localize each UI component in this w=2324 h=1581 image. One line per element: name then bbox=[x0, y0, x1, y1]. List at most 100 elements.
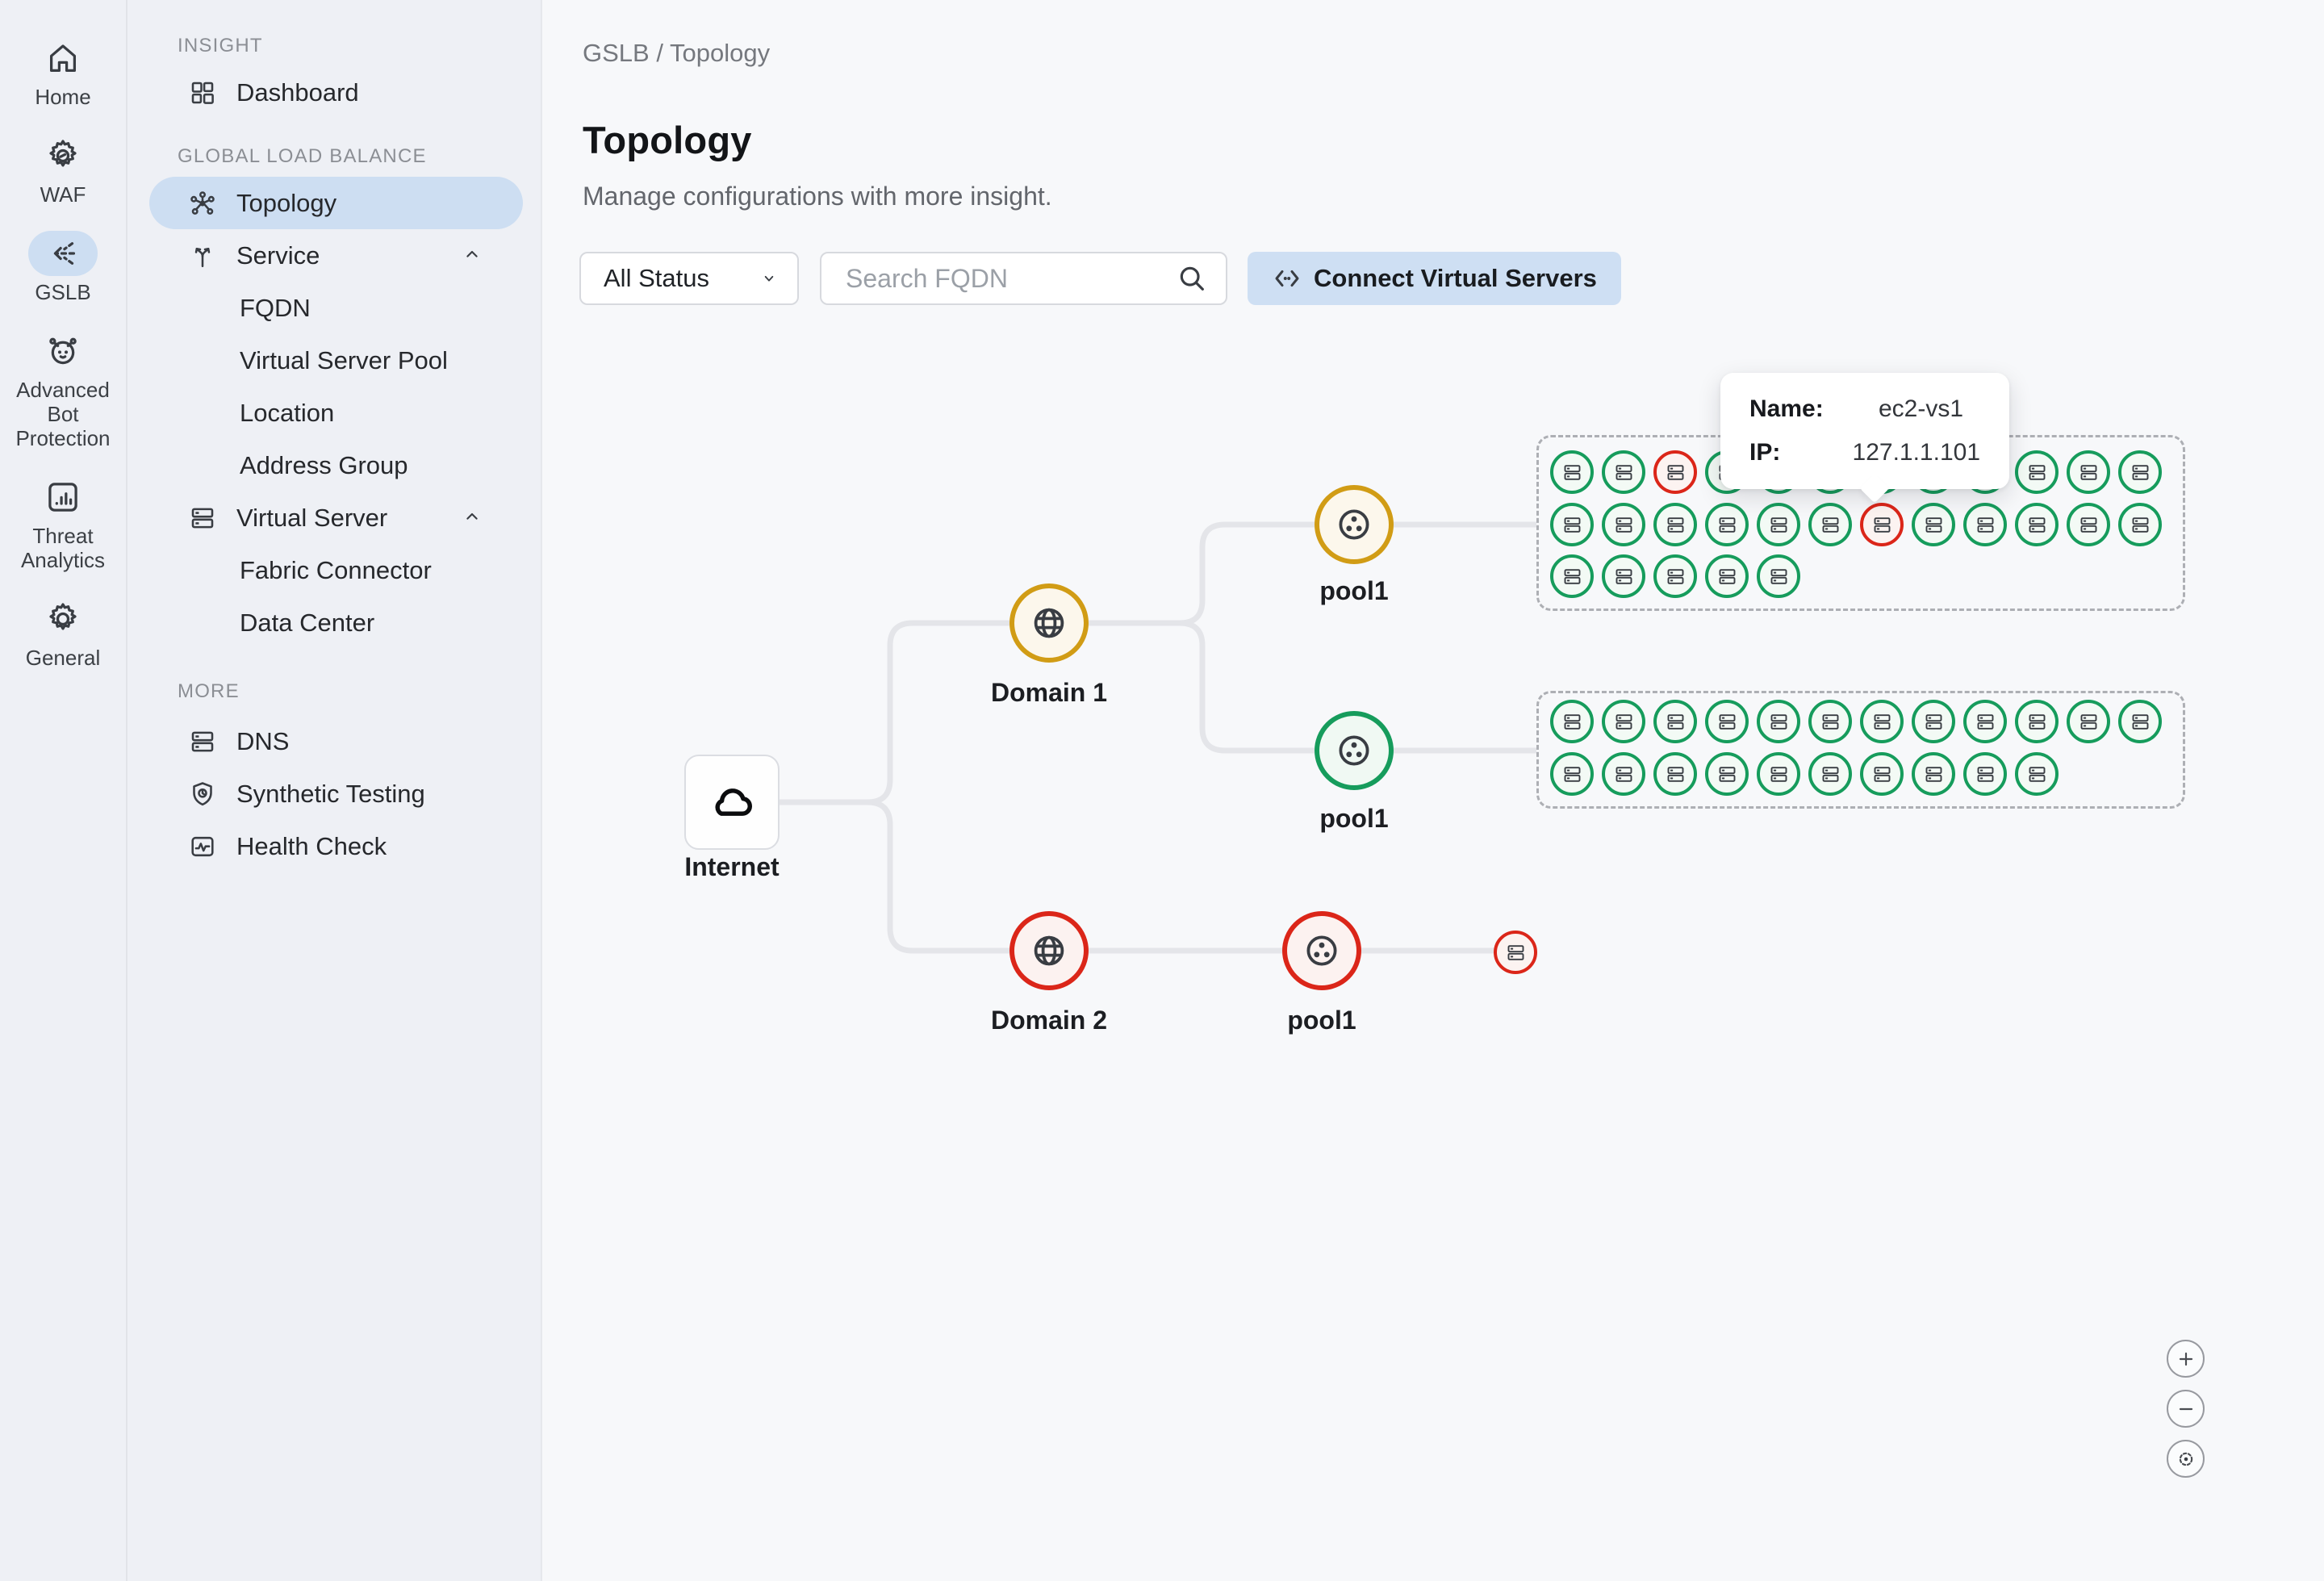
server-icon bbox=[2029, 766, 2045, 782]
server-icon bbox=[1667, 568, 1683, 584]
sidebar-item-fqdn[interactable]: FQDN bbox=[149, 282, 523, 334]
virtual-server-node[interactable] bbox=[1653, 450, 1697, 494]
virtual-server-node[interactable] bbox=[2015, 752, 2059, 796]
rail-item-waf[interactable]: WAF bbox=[0, 133, 126, 207]
server-icon bbox=[1564, 568, 1580, 584]
virtual-server-node[interactable] bbox=[1963, 700, 2007, 743]
chevron-down-icon bbox=[764, 275, 774, 282]
virtual-server-node[interactable] bbox=[1705, 700, 1749, 743]
virtual-server-node[interactable] bbox=[2067, 503, 2110, 546]
status-filter-dropdown[interactable]: All Status bbox=[579, 252, 799, 305]
virtual-server-node[interactable] bbox=[2118, 503, 2162, 546]
domain-node-2[interactable] bbox=[1009, 911, 1089, 990]
virtual-server-node[interactable] bbox=[1705, 752, 1749, 796]
virtual-server-node[interactable] bbox=[1705, 503, 1749, 546]
rail-item-gslb[interactable]: GSLB bbox=[0, 231, 126, 304]
sidebar-item-label: Fabric Connector bbox=[240, 555, 432, 584]
pool-node-1[interactable] bbox=[1315, 485, 1394, 564]
virtual-server-node[interactable] bbox=[2118, 700, 2162, 743]
virtual-server-node[interactable] bbox=[1757, 752, 1800, 796]
virtual-server-node[interactable] bbox=[1550, 554, 1594, 598]
virtual-server-node[interactable] bbox=[1653, 752, 1697, 796]
node-label-domain-1: Domain 1 bbox=[990, 678, 1108, 707]
sidebar-item-service[interactable]: Service bbox=[149, 229, 523, 282]
virtual-server-node[interactable] bbox=[1860, 752, 1904, 796]
virtual-server-node[interactable] bbox=[1602, 450, 1645, 494]
recenter-button[interactable] bbox=[2167, 1440, 2205, 1478]
sidebar-item-dashboard[interactable]: Dashboard bbox=[149, 66, 523, 119]
virtual-server-node[interactable] bbox=[1808, 700, 1852, 743]
server-icon bbox=[1822, 517, 1838, 533]
sidebar-item-label: Location bbox=[240, 398, 335, 427]
rail-item-home[interactable]: Home bbox=[0, 36, 126, 109]
status-filter-value: All Status bbox=[604, 264, 709, 292]
sidebar-item-topology[interactable]: Topology bbox=[149, 177, 523, 229]
virtual-server-node[interactable] bbox=[2118, 450, 2162, 494]
virtual-server-node[interactable] bbox=[2067, 450, 2110, 494]
sidebar-item-virtual-server[interactable]: Virtual Server bbox=[149, 491, 523, 544]
rail-item-threat-analytics[interactable]: Threat Analytics bbox=[0, 475, 126, 572]
chevron-up-icon[interactable] bbox=[460, 504, 484, 532]
virtual-server-node[interactable] bbox=[1808, 752, 1852, 796]
server-tooltip: Name: ec2-vs1 IP: 127.1.1.101 bbox=[1720, 373, 2009, 489]
virtual-server-node[interactable] bbox=[1860, 700, 1904, 743]
virtual-server-node[interactable] bbox=[1860, 503, 1904, 546]
virtual-server-node[interactable] bbox=[2015, 700, 2059, 743]
breadcrumb: GSLB / Topology bbox=[583, 39, 771, 67]
sidebar-item-fabric-connector[interactable]: Fabric Connector bbox=[149, 544, 523, 596]
rail-item-label: WAF bbox=[40, 182, 86, 207]
virtual-server-node[interactable] bbox=[1602, 700, 1645, 743]
server-icon bbox=[1564, 713, 1580, 730]
virtual-server-node[interactable] bbox=[1963, 503, 2007, 546]
sidebar-item-label: Data Center bbox=[240, 608, 375, 637]
virtual-server-node[interactable] bbox=[1653, 700, 1697, 743]
sidebar-item-virtual-server-pool[interactable]: Virtual Server Pool bbox=[149, 334, 523, 387]
rail-item-general[interactable]: General bbox=[0, 596, 126, 670]
domain-node-1[interactable] bbox=[1009, 583, 1089, 663]
virtual-server-node[interactable] bbox=[1550, 752, 1594, 796]
server-icon bbox=[1977, 766, 1993, 782]
virtual-server-node[interactable] bbox=[1705, 554, 1749, 598]
sidebar-item-synthetic-testing[interactable]: Synthetic Testing bbox=[149, 767, 523, 820]
virtual-server-node[interactable] bbox=[1757, 503, 1800, 546]
virtual-server-node[interactable] bbox=[1912, 700, 1955, 743]
zoom-in-button[interactable] bbox=[2167, 1340, 2205, 1378]
virtual-server-node[interactable] bbox=[1912, 752, 1955, 796]
virtual-server-node[interactable] bbox=[1653, 503, 1697, 546]
virtual-server-node[interactable] bbox=[1963, 752, 2007, 796]
server-icon bbox=[2080, 517, 2096, 533]
zoom-out-button[interactable] bbox=[2167, 1390, 2205, 1428]
sidebar-item-dns[interactable]: DNS bbox=[149, 715, 523, 767]
virtual-server-node[interactable] bbox=[1757, 554, 1800, 598]
virtual-server-node[interactable] bbox=[1550, 503, 1594, 546]
toolbar: All Status Connect Virtual Servers bbox=[579, 252, 2324, 305]
virtual-server-node[interactable] bbox=[1808, 503, 1852, 546]
virtual-server-node[interactable] bbox=[1757, 700, 1800, 743]
waf-gear-icon bbox=[28, 133, 98, 178]
virtual-server-node[interactable] bbox=[1602, 752, 1645, 796]
virtual-server-node[interactable] bbox=[1653, 554, 1697, 598]
virtual-server-node[interactable] bbox=[1602, 503, 1645, 546]
virtual-server-node[interactable] bbox=[1550, 700, 1594, 743]
virtual-server-node[interactable] bbox=[1494, 931, 1537, 974]
virtual-server-node[interactable] bbox=[2015, 503, 2059, 546]
section-label-global-load-balance: GLOBAL LOAD BALANCE bbox=[178, 145, 427, 167]
internet-node[interactable] bbox=[684, 755, 780, 850]
rail-item-advanced-bot-protection[interactable]: Advanced Bot Protection bbox=[0, 328, 126, 450]
sidebar-item-location[interactable]: Location bbox=[149, 387, 523, 439]
virtual-server-node[interactable] bbox=[1912, 503, 1955, 546]
connect-virtual-servers-button[interactable]: Connect Virtual Servers bbox=[1248, 252, 1621, 305]
globe-icon bbox=[1034, 608, 1064, 638]
chevron-up-icon[interactable] bbox=[460, 241, 484, 270]
virtual-server-node[interactable] bbox=[2015, 450, 2059, 494]
virtual-server-node[interactable] bbox=[1550, 450, 1594, 494]
sidebar-item-health-check[interactable]: Health Check bbox=[149, 820, 523, 872]
search-input[interactable] bbox=[844, 262, 1176, 295]
virtual-server-node[interactable] bbox=[1602, 554, 1645, 598]
sidebar-item-data-center[interactable]: Data Center bbox=[149, 596, 523, 649]
virtual-server-node[interactable] bbox=[2067, 700, 2110, 743]
sidebar-item-address-group[interactable]: Address Group bbox=[149, 439, 523, 491]
pool-node-3[interactable] bbox=[1282, 911, 1361, 990]
server-icon bbox=[2029, 517, 2045, 533]
pool-node-2[interactable] bbox=[1315, 711, 1394, 790]
